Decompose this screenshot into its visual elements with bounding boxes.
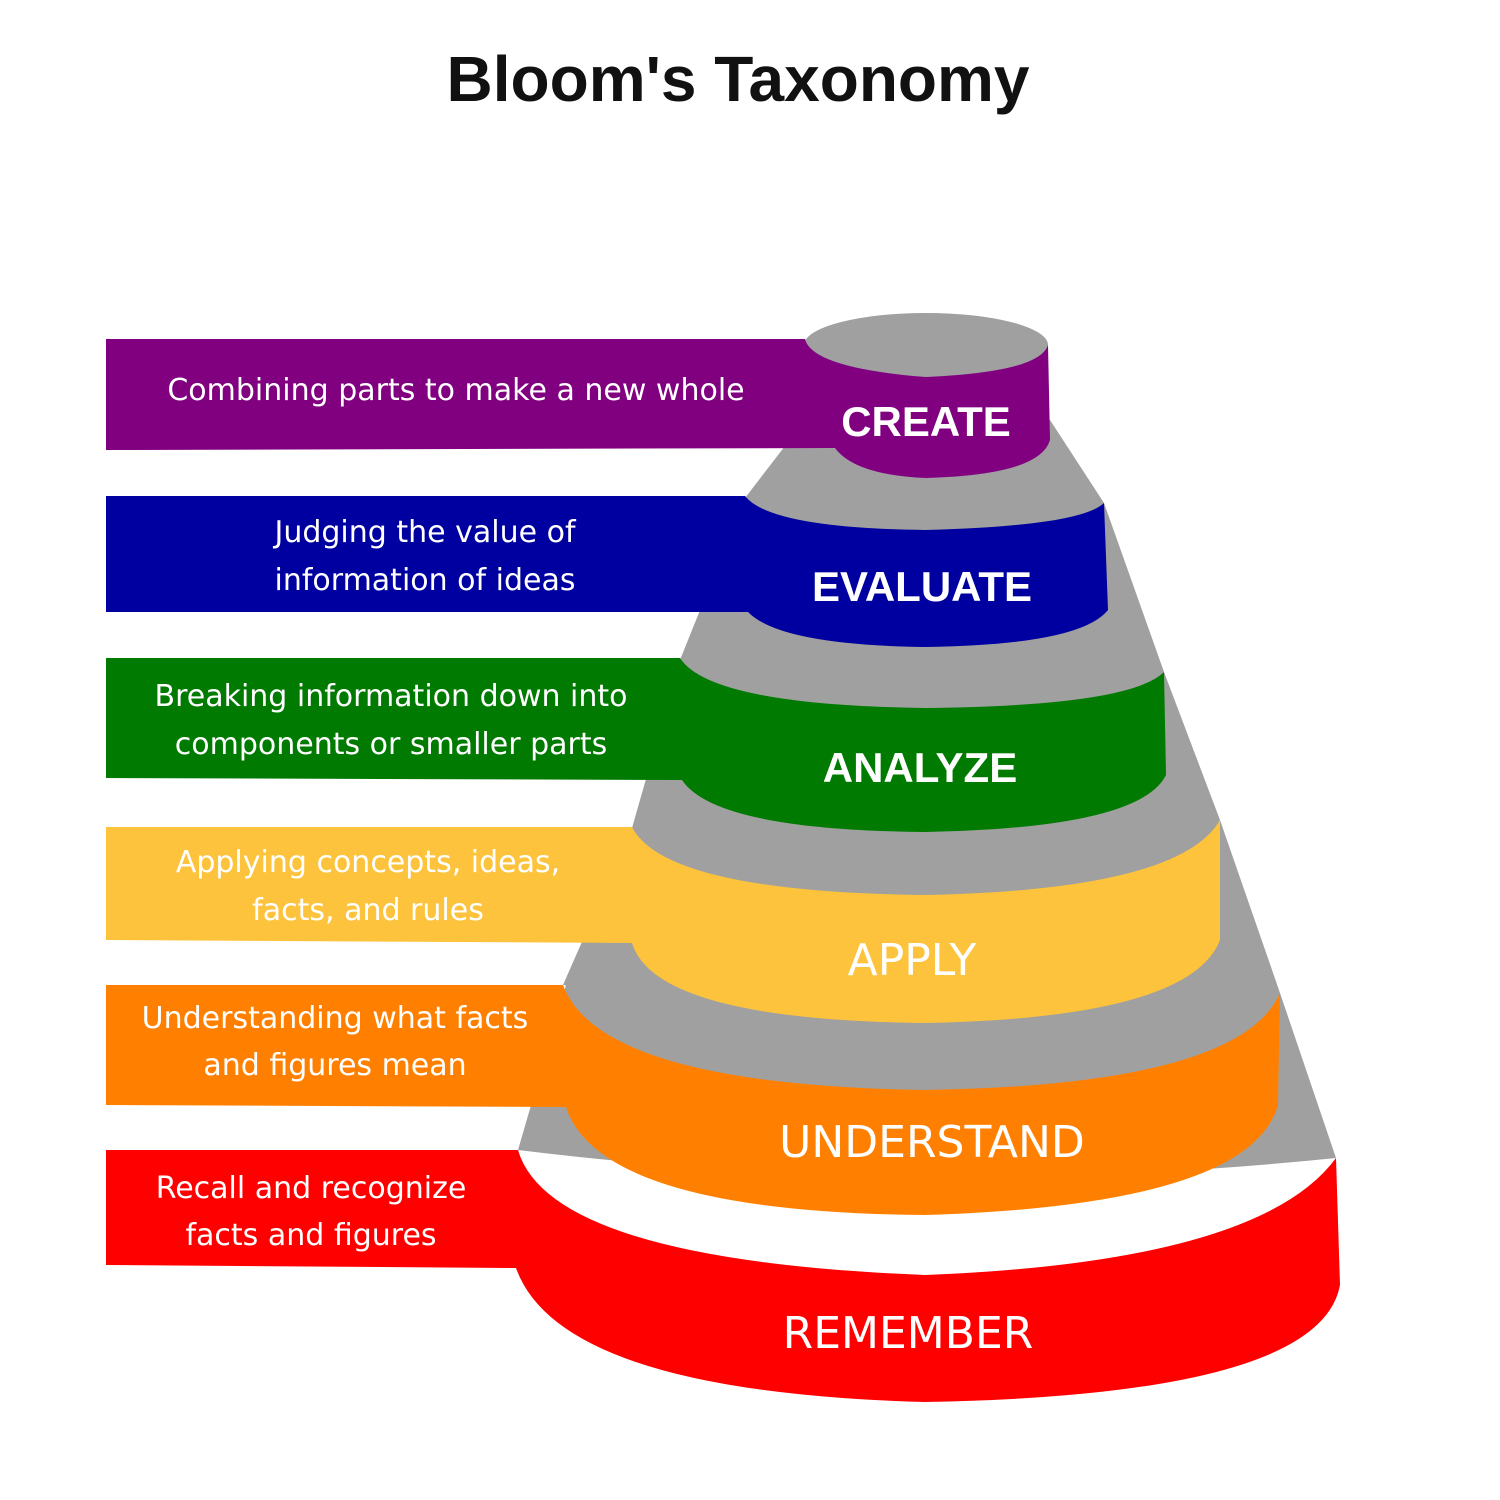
level-name-understand: UNDERSTAND	[779, 1117, 1085, 1168]
gray-tier-create-top	[804, 313, 1048, 377]
band-remember	[106, 1150, 1340, 1402]
level-name-remember: REMEMBER	[783, 1308, 1034, 1359]
description-create-line-1: Combining parts to make a new whole	[167, 373, 744, 408]
band-create	[106, 339, 1050, 478]
band-apply	[106, 820, 1220, 1023]
description-remember-line-2: facts and figures	[185, 1218, 436, 1253]
band-evaluate	[106, 496, 1108, 647]
level-name-create: CREATE	[841, 398, 1011, 445]
description-analyze-line-2: components or smaller parts	[175, 727, 608, 762]
level-names: CREATE EVALUATE ANALYZE APPLY UNDERSTAND…	[779, 398, 1085, 1359]
description-evaluate-line-1: Judging the value of	[272, 515, 576, 550]
level-name-evaluate: EVALUATE	[812, 563, 1032, 610]
description-apply-line-1: Applying concepts, ideas,	[176, 845, 560, 880]
description-evaluate-line-2: information of ideas	[275, 563, 576, 598]
description-analyze-line-1: Breaking information down into	[154, 679, 627, 714]
description-understand-line-2: and figures mean	[203, 1048, 466, 1083]
description-understand-line-1: Understanding what facts	[142, 1001, 529, 1036]
band-analyze	[106, 658, 1166, 832]
level-name-analyze: ANALYZE	[823, 744, 1017, 791]
pyramid-bands	[106, 339, 1340, 1402]
description-remember-line-1: Recall and recognize	[156, 1171, 467, 1206]
description-apply-line-2: facts, and rules	[252, 893, 484, 928]
diagram-title: Bloom's Taxonomy	[446, 43, 1030, 115]
level-descriptions: Combining parts to make a new whole Judg…	[142, 373, 745, 1253]
level-name-apply: APPLY	[848, 935, 977, 986]
band-understand	[106, 985, 1280, 1215]
